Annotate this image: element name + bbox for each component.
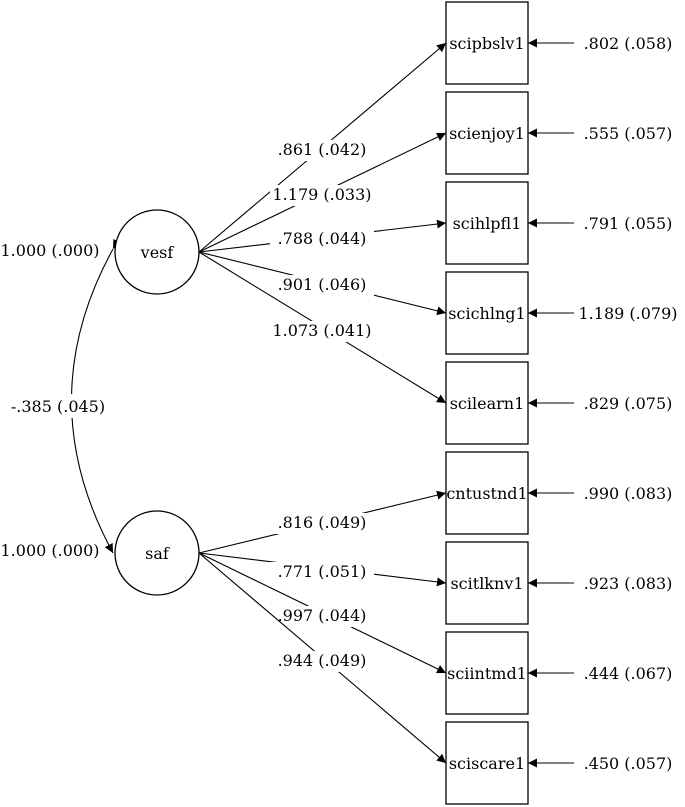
- indicator-label: scienjoy1: [449, 124, 525, 143]
- saf-variance-label: 1.000 (.000): [1, 541, 100, 560]
- latent-saf: saf: [114, 510, 200, 596]
- residual-label: .555 (.057): [584, 124, 673, 143]
- residual-label: 1.189 (.079): [579, 304, 678, 323]
- indicator-label: scipbslv1: [449, 34, 524, 53]
- indicator-label: scilearn1: [450, 394, 525, 413]
- indicator-label: sciscare1: [449, 754, 525, 773]
- indicator-variables: scipbslv1 scienjoy1 scihlpfl1 scichlng1 scil…: [445, 1, 529, 805]
- loading-label-bg: [270, 275, 374, 296]
- indicator-label: sciintmd1: [447, 664, 527, 683]
- loading-label-bg: [270, 185, 374, 206]
- indicator-box: [445, 631, 529, 715]
- latent-vesf: vesf: [114, 209, 200, 295]
- indicator-box: [445, 1, 529, 85]
- indicator-label: scichlng1: [448, 304, 525, 323]
- loading-label-bg: [270, 651, 374, 672]
- residual-variances: .802 (.058) .555 (.057) .791 (.055) 1.189 (…: [528, 34, 678, 773]
- residual-label: .450 (.057): [584, 754, 673, 773]
- residual-label: .802 (.058): [584, 34, 673, 53]
- residual-label: .923 (.083): [584, 574, 673, 593]
- factor-loadings: .861 (.042) 1.179 (.033) .788 (.044) .901 (…: [198, 42, 447, 764]
- residual-label: .829 (.075): [584, 394, 673, 413]
- residual-label: .791 (.055): [584, 214, 673, 233]
- indicator-box: [445, 181, 529, 265]
- loading-label: 1.179 (.033): [273, 185, 372, 204]
- vesf-variance-label: 1.000 (.000): [1, 241, 100, 260]
- loading-label-bg: [270, 140, 374, 161]
- loading-label: .901 (.046): [278, 275, 367, 294]
- loading-label-bg: [270, 513, 374, 534]
- loading-label: 1.073 (.041): [273, 321, 372, 340]
- loading-label: .997 (.044): [278, 606, 367, 625]
- residual-label: .990 (.083): [584, 484, 673, 503]
- loading-label: .788 (.044): [278, 229, 367, 248]
- loading-label: .771 (.051): [278, 562, 367, 581]
- loading-label-bg: [270, 229, 374, 250]
- residual-label: .444 (.067): [584, 664, 673, 683]
- covariance-label-bg: [10, 394, 110, 418]
- loading-label: .944 (.049): [278, 651, 367, 670]
- latent-saf-label: saf: [145, 544, 170, 563]
- indicator-box: [445, 721, 529, 805]
- loading-label-bg: [270, 562, 374, 583]
- indicator-label: cntustnd1: [446, 484, 527, 503]
- loading-label: .816 (.049): [278, 513, 367, 532]
- covariance-label: -.385 (.045): [11, 397, 105, 416]
- indicator-label: scihlpfl1: [453, 214, 522, 233]
- indicator-box: [445, 451, 529, 535]
- loading-label: .861 (.042): [278, 140, 367, 159]
- loading-label-bg: [270, 606, 374, 627]
- latent-vesf-label: vesf: [140, 243, 175, 262]
- indicator-label: scitlknv1: [450, 574, 523, 593]
- indicator-box: [445, 361, 529, 445]
- loading-label-bg: [270, 321, 374, 342]
- indicator-box: [445, 541, 529, 625]
- indicator-box: [445, 91, 529, 175]
